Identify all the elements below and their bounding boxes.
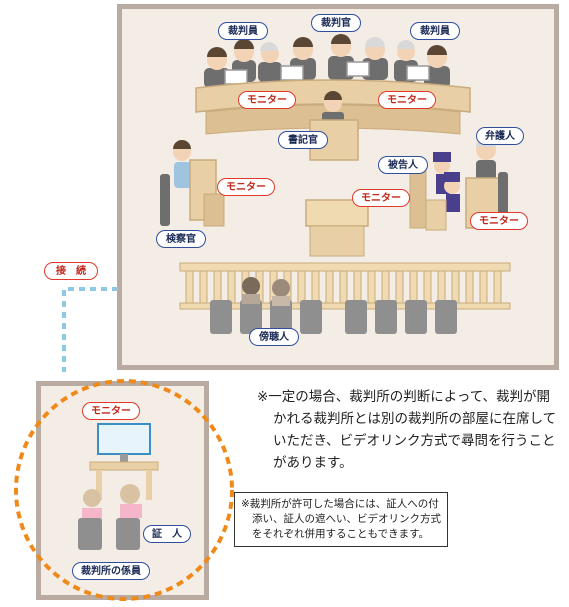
label-prosecutor: 検察官 bbox=[156, 230, 206, 248]
connection-line bbox=[62, 287, 118, 372]
witness-room-illustration bbox=[78, 423, 159, 550]
label-defense-counsel: 弁護人 bbox=[476, 127, 524, 145]
judges-group bbox=[204, 34, 450, 88]
label-judge-left: 裁判員 bbox=[218, 22, 268, 40]
note-box: ※裁判所が許可した場合には、証人への付添い、証人の遮へい、ビデオリンク方式をそれ… bbox=[234, 492, 448, 547]
gallery-seats bbox=[210, 277, 457, 334]
label-connection: 接 続 bbox=[44, 262, 98, 280]
note-video-link-text: ※一定の場合、裁判所の判断によって、裁判が開かれる裁判所とは別の裁判所の部屋に在… bbox=[257, 389, 557, 471]
label-monitor-bench-left: モニター bbox=[238, 91, 296, 109]
label-judge-right: 裁判員 bbox=[410, 22, 460, 40]
label-witness: 証 人 bbox=[143, 525, 191, 543]
witness-room-highlight bbox=[14, 379, 234, 601]
label-gallery: 傍聴人 bbox=[249, 328, 299, 346]
label-monitor-witness-room: モニター bbox=[82, 402, 140, 420]
note-box-text: ※裁判所が許可した場合には、証人への付添い、証人の遮へい、ビデオリンク方式をそれ… bbox=[241, 498, 441, 540]
witness-stand bbox=[305, 199, 369, 257]
label-monitor-prosecutor: モニター bbox=[217, 178, 275, 196]
label-court-staff: 裁判所の係員 bbox=[72, 562, 150, 580]
label-monitor-bench-right: モニター bbox=[378, 91, 436, 109]
label-monitor-center: モニター bbox=[352, 189, 410, 207]
label-monitor-defense: モニター bbox=[470, 212, 528, 230]
prosecutor-figure bbox=[160, 140, 225, 227]
note-video-link: ※一定の場合、裁判所の判断によって、裁判が開かれる裁判所とは別の裁判所の部屋に在… bbox=[257, 386, 562, 474]
label-defendant: 被告人 bbox=[378, 156, 428, 174]
label-clerk: 書記官 bbox=[278, 131, 328, 149]
label-judge-center: 裁判官 bbox=[311, 14, 361, 32]
